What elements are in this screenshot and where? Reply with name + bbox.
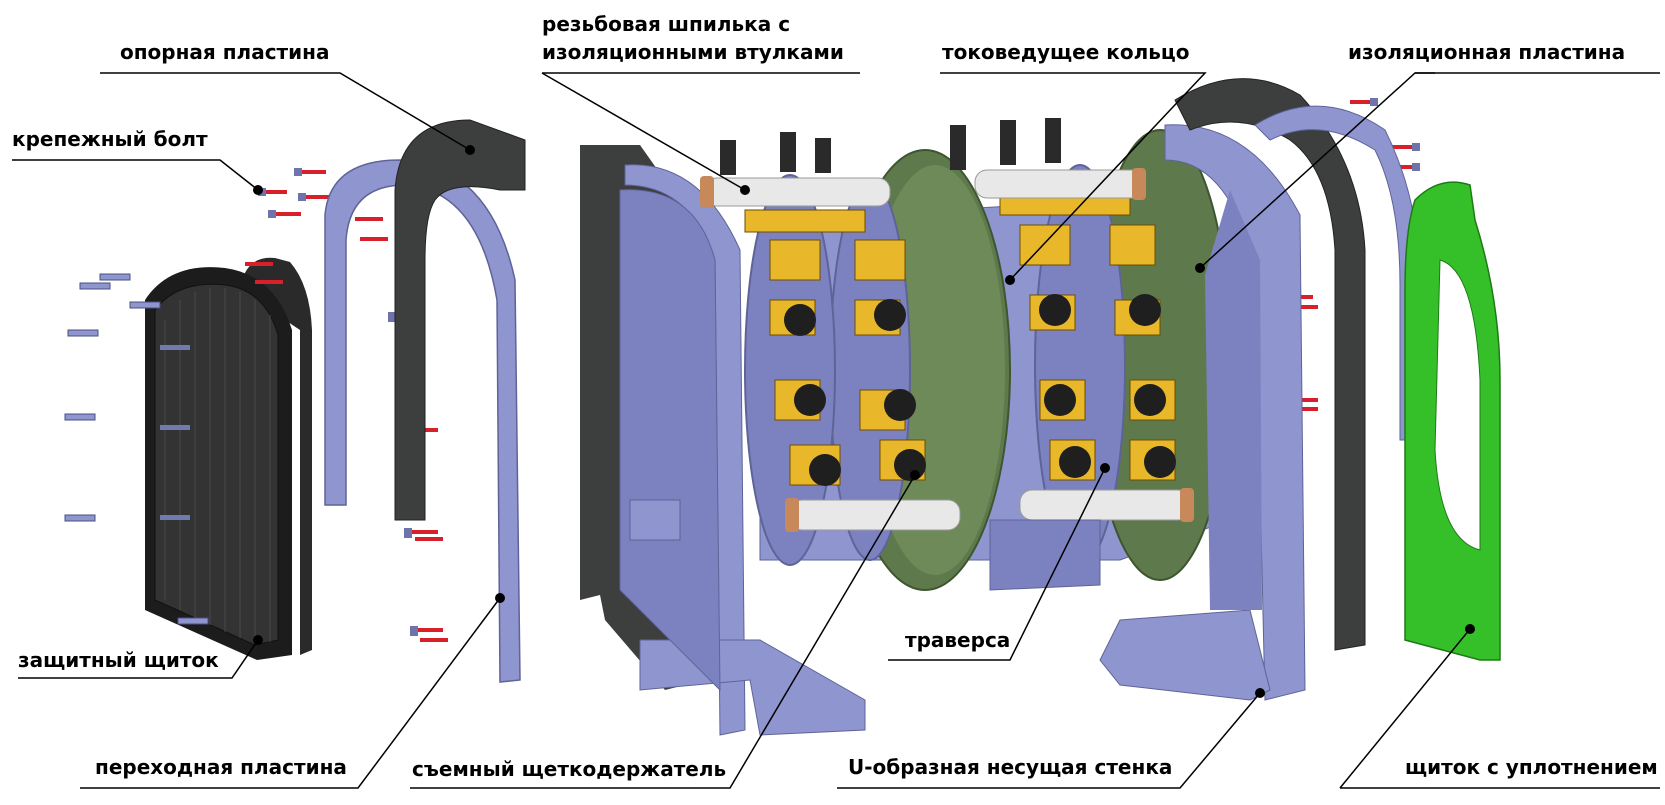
- label-adapter-plate: переходная пластина: [95, 755, 347, 779]
- brush-holders: [744, 194, 1176, 486]
- callout-dots: [253, 145, 1475, 698]
- label-u-shaped-support-wall: U-образная несущая стенка: [848, 755, 1173, 779]
- protective-shield-part: [145, 257, 312, 660]
- sealed-shield-part: [1404, 181, 1501, 661]
- u-shaped-wall-left: [580, 145, 866, 736]
- label-traverse: траверса: [905, 628, 1011, 652]
- label-insulating-plate: изоляционная пластина: [1348, 40, 1626, 64]
- label-threaded-stud-line2: изоляционными втулками: [542, 40, 844, 64]
- label-support-plate: опорная пластина: [120, 40, 330, 64]
- label-sealed-shield: щиток с уплотнением: [1405, 755, 1658, 779]
- callout-lines: [12, 72, 1660, 789]
- label-collector-ring: токоведущее кольцо: [942, 40, 1190, 64]
- center-pedestal: [989, 519, 1101, 591]
- cable-lugs: [720, 118, 1061, 175]
- mounting-bolts-left: [64, 273, 209, 625]
- support-plate-part: [394, 119, 526, 521]
- label-removable-brush-holder: съемный щеткодержатель: [412, 757, 727, 781]
- label-threaded-stud-line1: резьбовая шпилька с: [542, 12, 791, 36]
- label-mounting-bolt: крепежный болт: [12, 127, 208, 151]
- insulated-studs: [700, 168, 1194, 532]
- adapter-plate-part: [324, 159, 521, 683]
- u-shaped-wall-right: [1099, 124, 1306, 701]
- label-protective-shield: защитный щиток: [18, 648, 219, 672]
